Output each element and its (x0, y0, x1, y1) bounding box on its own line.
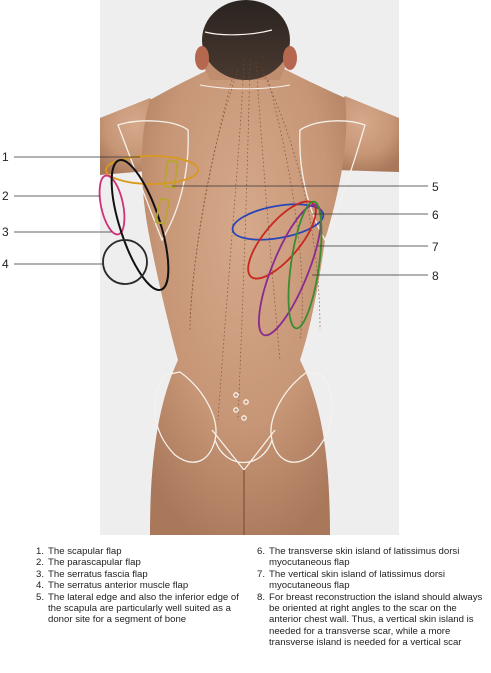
vertical-island-green-outline (287, 200, 323, 330)
head (202, 0, 290, 80)
serratus-fascia-flap-outline (110, 159, 170, 291)
callout-7: 7 (432, 240, 439, 254)
serratus-anterior-flap-outline (102, 239, 148, 285)
clavicle-line (199, 84, 291, 90)
callout-4: 4 (2, 257, 9, 271)
legend-item-4: 4.The serratus anterior muscle flap (36, 580, 189, 592)
parascapular-flap-outline (98, 174, 126, 236)
vertical-island-purple-outline (258, 203, 322, 337)
vertical-island-red-outline (247, 200, 317, 280)
callout-5: 5 (432, 180, 439, 194)
callout-3: 3 (2, 225, 9, 239)
anatomy-figure: 1 2 3 4 5 6 7 8 (2, 0, 439, 535)
callout-6: 6 (432, 208, 439, 222)
left-scapula (117, 120, 189, 242)
legend-item-5: 5.The lateral edge and also the inferior… (36, 591, 239, 626)
legend-left-column: 1.The scapular flap 2.The parascapular f… (36, 546, 246, 626)
neck-vertebrae (204, 29, 273, 36)
scapular-flap-outline (105, 155, 199, 185)
right-ear (283, 46, 297, 70)
callout-8: 8 (432, 269, 439, 283)
leader-lines (14, 156, 428, 276)
torso (141, 62, 347, 535)
legend-right-column: 6.The transverse skin island of latissim… (257, 546, 483, 649)
bone-segment-lower (154, 197, 171, 225)
legend-item-1: 1.The scapular flap (36, 546, 122, 557)
legend-item-3: 3.The serratus fascia flap (36, 568, 148, 580)
legend-item-6: 6.The transverse skin island of latissim… (257, 546, 460, 569)
legend-item-8: 8.For breast reconstruction the island s… (257, 591, 483, 649)
legend-item-7: 7.The vertical skin island of latissimus… (257, 568, 445, 592)
dermatome-lines (189, 59, 321, 421)
bone-segment-upper (163, 159, 179, 189)
callout-1: 1 (2, 150, 9, 164)
back-illustration (14, 0, 428, 535)
callout-2: 2 (2, 189, 9, 203)
left-ear (195, 46, 209, 70)
legend-item-2: 2.The parascapular flap (36, 557, 141, 569)
